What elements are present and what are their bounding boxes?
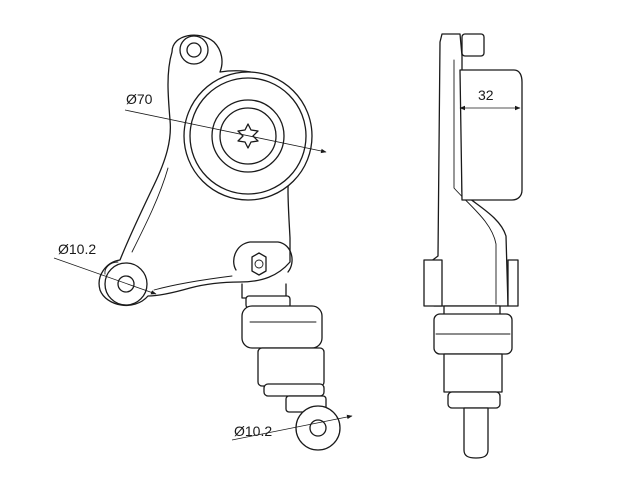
pulley-diameter-dimension: Ø70 — [124, 91, 327, 154]
pulley-diameter-label: Ø70 — [126, 91, 153, 107]
side-pulley — [459, 69, 523, 201]
damper-eye — [295, 405, 341, 451]
damper-cylinder — [241, 295, 327, 413]
upper-bore-label: Ø10.2 — [58, 241, 96, 257]
top-mounting-boss — [179, 35, 209, 65]
arm-end-bore — [104, 261, 148, 306]
side-damper — [433, 305, 513, 459]
side-width-label: 32 — [478, 87, 494, 103]
side-view: 32 — [423, 33, 523, 459]
arm-web-line-lower — [153, 275, 233, 291]
side-bolt-head — [461, 33, 485, 57]
lower-bore-label: Ø10.2 — [234, 423, 272, 439]
arm-web-line — [131, 167, 169, 253]
upper-bore-dimension: Ø10.2 — [53, 241, 157, 295]
side-arm-inner — [453, 59, 497, 305]
side-boss — [423, 259, 443, 307]
torx-socket-icon — [237, 123, 259, 149]
hex-nut-icon — [251, 252, 267, 276]
tensioner-arm — [98, 34, 298, 306]
side-width-dimension: 32 — [459, 87, 521, 111]
lower-bore-dimension: Ø10.2 — [231, 414, 353, 441]
front-view: Ø70 Ø10.2 — [53, 34, 353, 451]
side-boss-right — [507, 259, 519, 307]
